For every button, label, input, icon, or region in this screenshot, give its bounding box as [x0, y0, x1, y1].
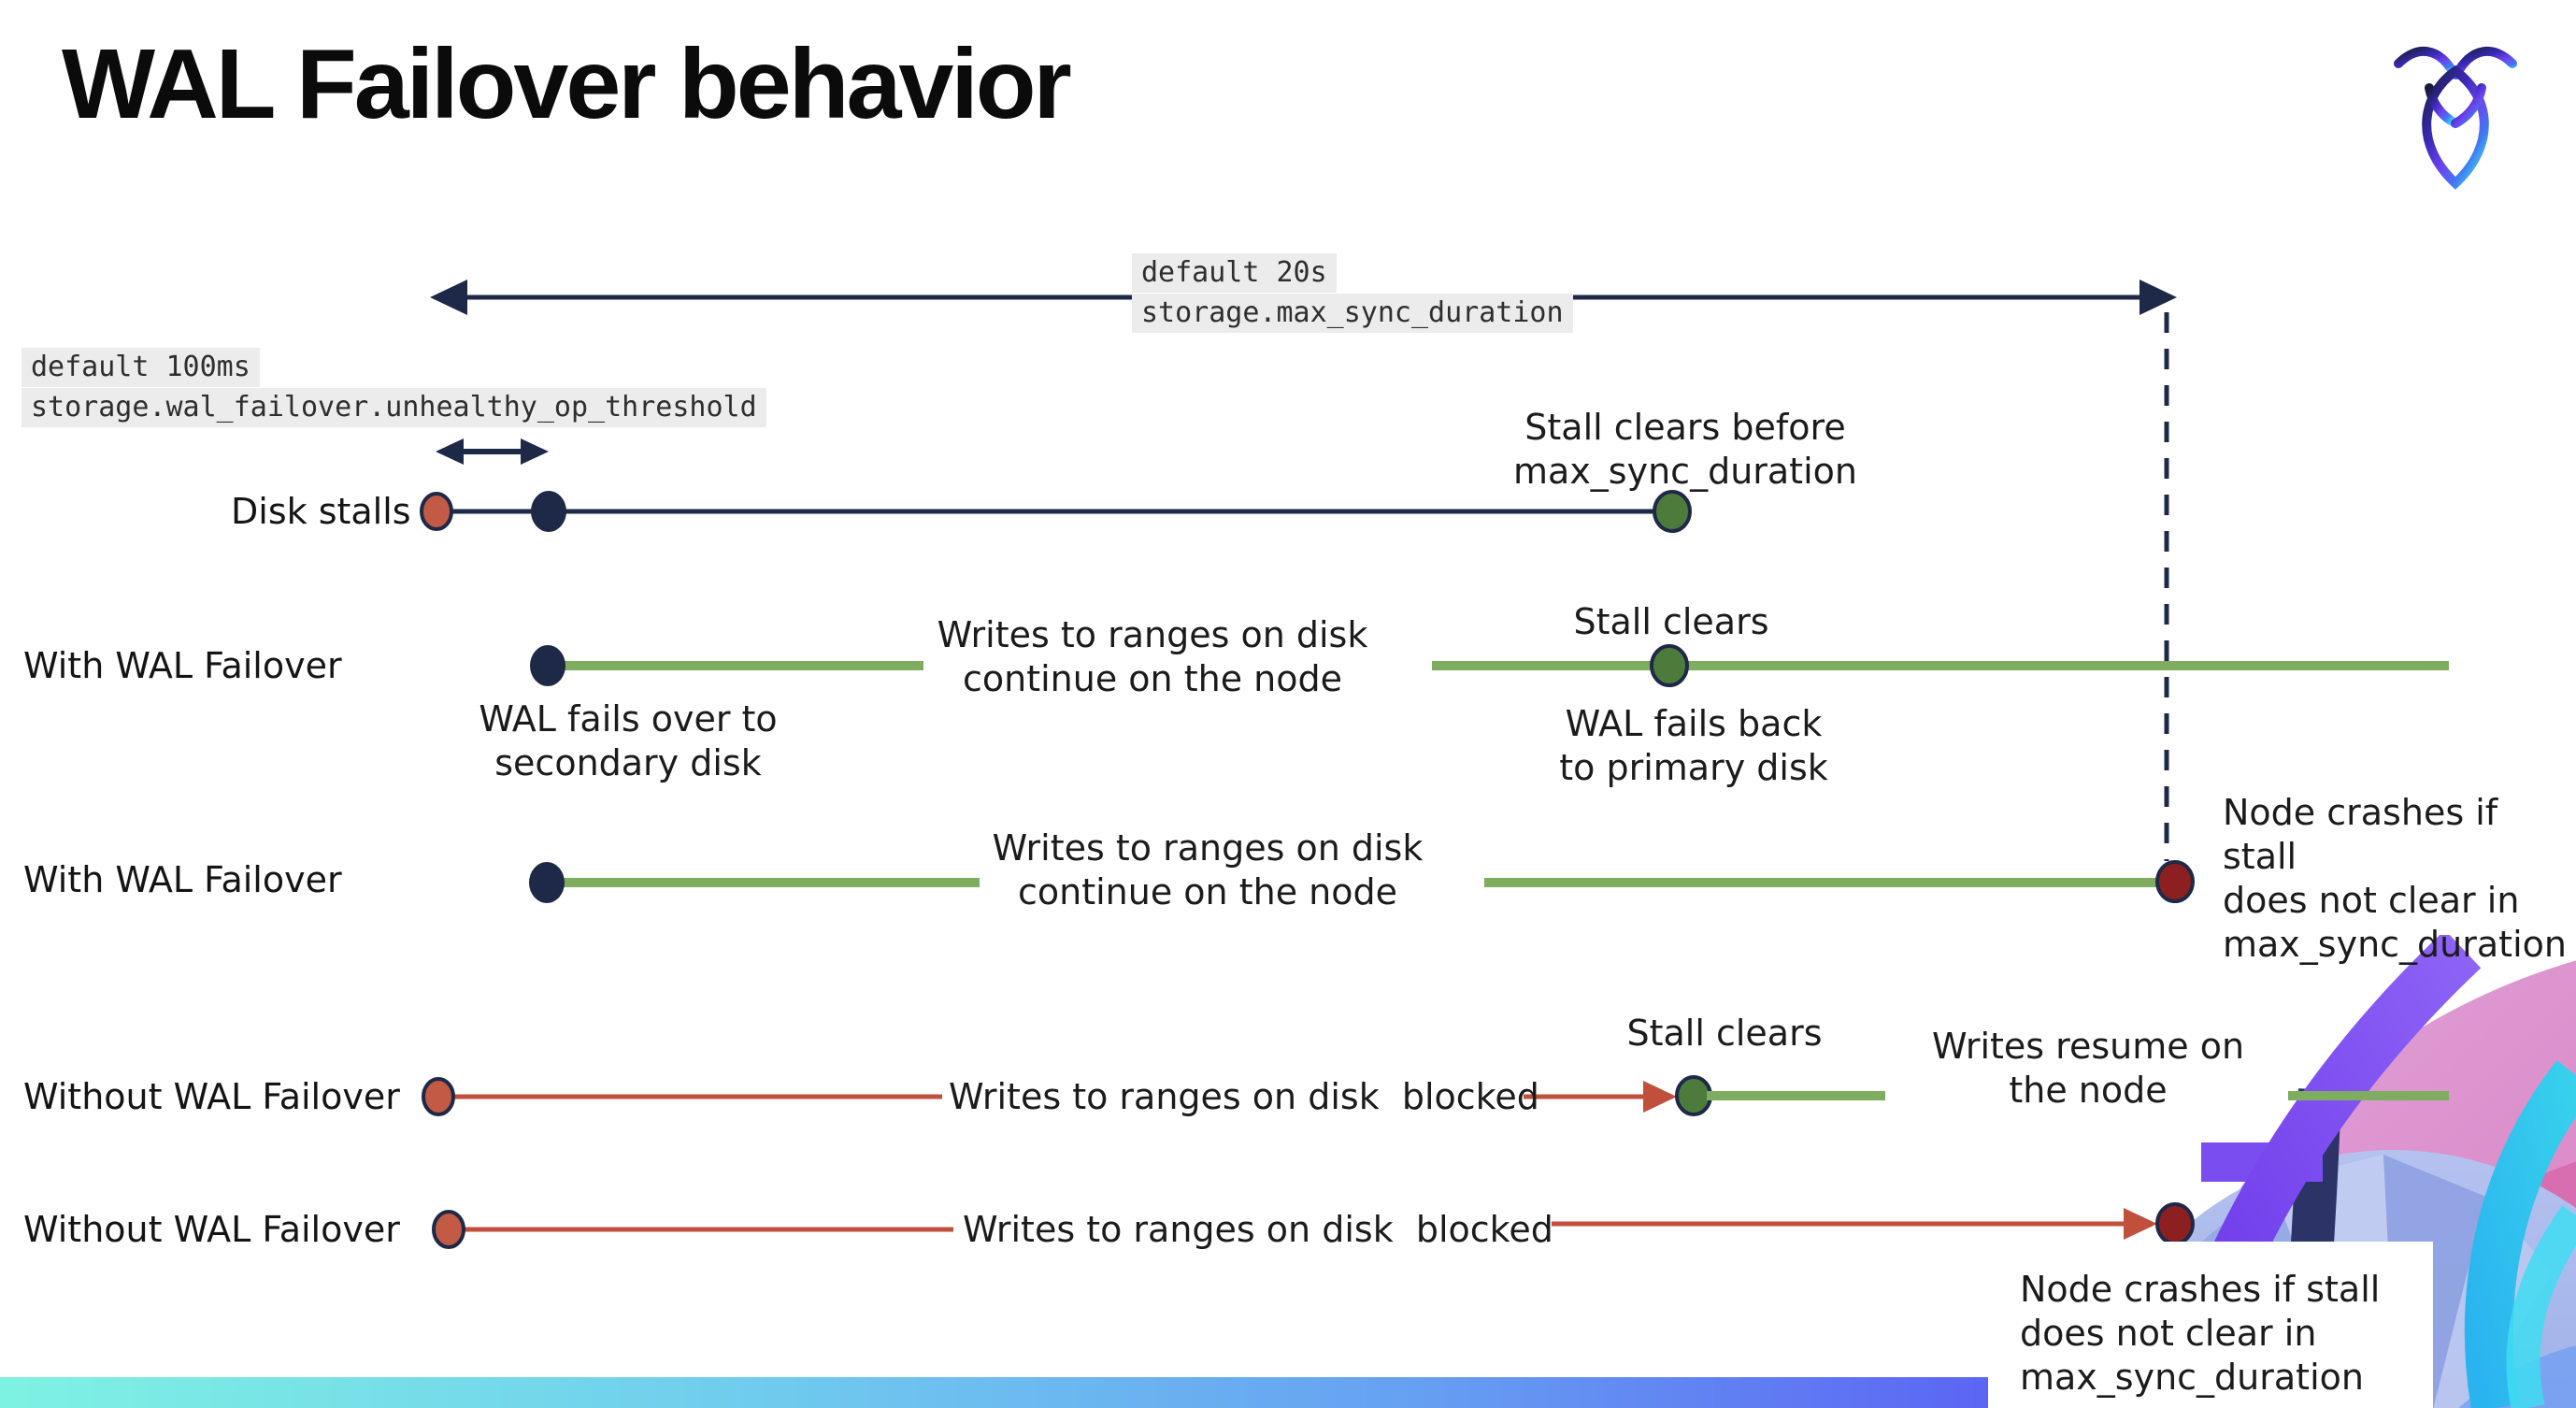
stall-clears-annotation-2: Stall clears	[1626, 1013, 1823, 1054]
logo-arm-right	[2451, 83, 2486, 128]
stall-start-dot-3	[432, 1210, 465, 1249]
node-crashes-annotation-2: Node crashes if stall does not clear in …	[2020, 1269, 2381, 1398]
unhealthy-op-threshold-label: default 100ms storage.wal_failover.unhea…	[21, 348, 766, 428]
cockroachdb-logo	[2394, 46, 2517, 190]
deco-cyan-arc	[2464, 1059, 2576, 1408]
node-crash-callout-box: Node crashes if stall does not clear in …	[1988, 1242, 2433, 1408]
stall-clears-dot	[1653, 490, 1692, 533]
threshold-dot	[531, 491, 566, 532]
wal-fails-back-annotation: WAL fails back to primary disk	[1559, 703, 1828, 788]
blocked-arrowhead-2	[2124, 1208, 2157, 1240]
page-title: WAL Failover behavior	[62, 29, 1072, 139]
threshold-default-value: default 100ms	[21, 348, 260, 387]
stall-clears-before-annotation: Stall clears before max_sync_duration	[1513, 407, 1857, 492]
writes-blocked-annotation-1: Writes to ranges on disk blocked	[949, 1076, 1539, 1117]
row-label-without-wal-failover-1: Without WAL Failover	[23, 1076, 400, 1117]
max-sync-setting-name: storage.max_sync_duration	[1132, 294, 1573, 333]
failover-dot-2	[529, 862, 565, 903]
timeline-row-without-failover-crash	[432, 1202, 2195, 1249]
node-crashes-annotation-1: Node crashes if stall does not clear in …	[2223, 792, 2567, 965]
stall-start-dot	[420, 492, 453, 531]
failover-dot	[530, 645, 565, 686]
timeline-row-with-failover-crash	[529, 860, 2195, 903]
row-label-without-wal-failover-2: Without WAL Failover	[23, 1209, 400, 1250]
failback-dot	[1650, 644, 1689, 687]
arrowhead-right	[2140, 280, 2177, 315]
stall-start-dot-2	[422, 1077, 455, 1116]
threshold-setting-name: storage.wal_failover.unhealthy_op_thresh…	[21, 388, 766, 427]
writes-blocked-annotation-2: Writes to ranges on disk blocked	[963, 1209, 1553, 1250]
logo-arm-left	[2425, 83, 2460, 128]
logo-antenna-right	[2452, 46, 2517, 79]
timeline-row-disk-stalls	[420, 490, 1692, 533]
writes-continue-annotation-2: Writes to ranges on disk continue on the…	[992, 827, 1424, 912]
writes-continue-annotation-1: Writes to ranges on disk continue on the…	[937, 614, 1368, 699]
timeline-row-without-failover-clears	[422, 1075, 2449, 1116]
arrowhead-left	[430, 280, 467, 315]
row-label-disk-stalls: Disk stalls	[231, 491, 411, 532]
max-sync-default-value: default 20s	[1132, 253, 1337, 293]
node-crash-dot	[2155, 860, 2195, 903]
row-label-with-wal-failover-1: With WAL Failover	[23, 645, 342, 686]
node-crash-dot-2	[2155, 1202, 2195, 1245]
timeline-row-with-failover-clears	[530, 644, 2449, 687]
blocked-arrowhead	[1643, 1081, 1677, 1113]
wal-fails-over-annotation: WAL fails over to secondary disk	[479, 698, 778, 783]
stall-clears-dot-2	[1675, 1075, 1712, 1116]
logo-antenna-left	[2394, 46, 2459, 79]
stall-clears-annotation-1: Stall clears	[1573, 601, 1769, 642]
deco-cyan-arc-2	[2506, 1205, 2576, 1408]
unhealthy-op-threshold-arrow	[436, 438, 549, 465]
row-label-with-wal-failover-2: With WAL Failover	[23, 859, 342, 900]
max-sync-duration-label: default 20s storage.max_sync_duration	[1132, 253, 1573, 334]
writes-resume-annotation: Writes resume on the node	[1931, 1026, 2245, 1111]
